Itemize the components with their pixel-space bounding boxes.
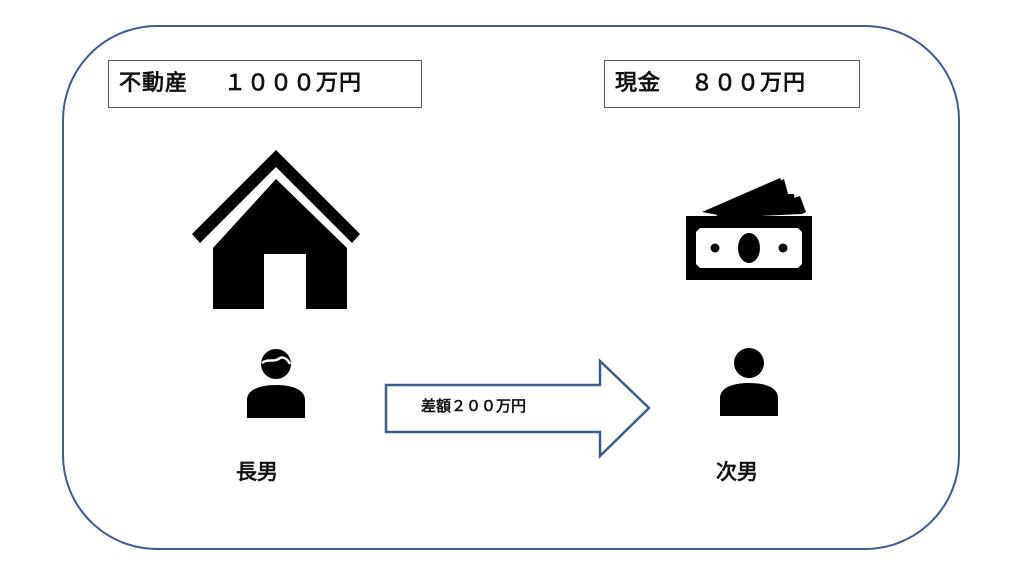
difference-label: 差額２００万円 xyxy=(421,397,527,415)
arrow-right-icon xyxy=(384,358,651,459)
cash-amount: ８００万円 xyxy=(691,71,807,96)
eldest-son-person-icon xyxy=(247,349,305,418)
second-son-label: 次男 xyxy=(716,460,758,484)
second-son-person-icon xyxy=(720,348,778,416)
eldest-son-label: 長男 xyxy=(236,460,278,484)
money-icon xyxy=(686,178,812,280)
real-estate-label-box: 不動産 １０００万円 xyxy=(108,60,422,108)
cash-label-box: 現金 ８００万円 xyxy=(604,60,860,108)
house-icon xyxy=(192,150,360,310)
real-estate-label: 不動産 xyxy=(119,71,189,96)
diagram-frame xyxy=(62,25,960,550)
cash-label: 現金 xyxy=(615,71,662,96)
real-estate-amount: １０００万円 xyxy=(224,71,363,96)
